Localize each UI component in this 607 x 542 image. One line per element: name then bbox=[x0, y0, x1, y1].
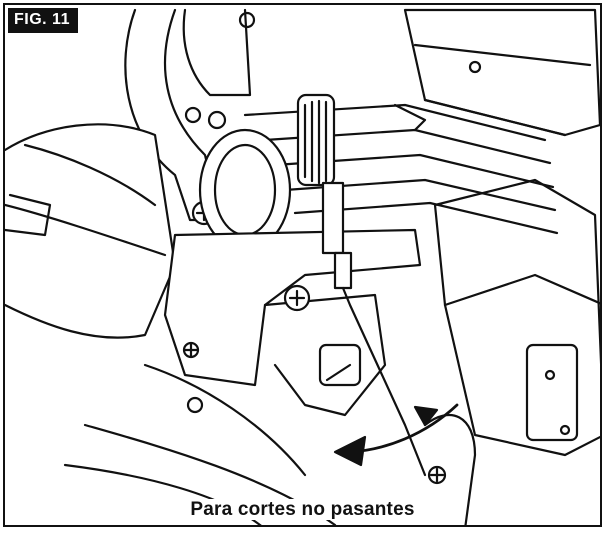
caption-text: Para cortes no pasantes bbox=[186, 499, 419, 520]
saw-drawing bbox=[5, 8, 600, 525]
figure-label: FIG. 11 bbox=[8, 8, 78, 33]
figure-caption: Para cortes no pasantes bbox=[5, 499, 600, 521]
figure-frame: FIG. 11 Para cortes no pasantes bbox=[3, 3, 602, 527]
